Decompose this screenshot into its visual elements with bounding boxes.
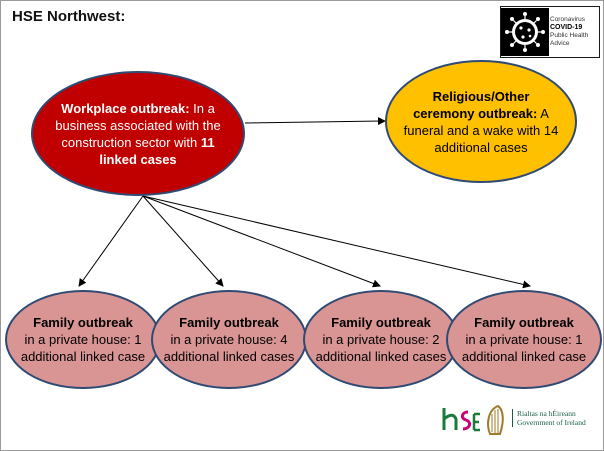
edge-main-to-religious <box>244 117 386 126</box>
religious-ceremony-outbreak-node: Religious/Other ceremony outbreak: A fun… <box>385 60 577 183</box>
family-outbreak-node-2: Family outbreak in a private house: 4 ad… <box>151 290 307 389</box>
workplace-outbreak-count: 11 linked cases <box>99 134 215 167</box>
edge-main-to-family-4 <box>142 195 531 289</box>
badge-line-1: Coronavirus <box>550 16 586 23</box>
covid-advice-badge: Coronavirus COVID-19 Public Health Advic… <box>500 6 600 58</box>
workplace-outbreak-text: In a business associated with the constr… <box>55 100 221 150</box>
family-outbreak-node-1: Family outbreak in a private house: 1 ad… <box>5 290 161 389</box>
family-outbreak-node-3: Family outbreak in a private house: 2 ad… <box>303 290 459 389</box>
virus-icon <box>501 8 549 56</box>
family-outbreak-text: in a private house: 1 additional linked … <box>461 332 587 364</box>
family-outbreak-lead: Family outbreak <box>474 315 574 330</box>
edge-main-to-family-3 <box>142 195 381 288</box>
harp-emblem-icon <box>487 404 504 435</box>
edge-main-to-family-1 <box>78 195 144 287</box>
religious-outbreak-lead: Religious/Other ceremony outbreak: <box>413 88 538 121</box>
family-outbreak-lead: Family outbreak <box>33 315 133 330</box>
family-outbreak-node-4: Family outbreak in a private house: 1 ad… <box>446 290 602 389</box>
badge-line-4: Advice <box>550 40 570 47</box>
government-of-ireland-wordmark: Rialtas na hÉireann Government of Irelan… <box>512 409 586 427</box>
gov-line-irish: Rialtas na hÉireann <box>517 409 576 418</box>
family-outbreak-lead: Family outbreak <box>331 315 431 330</box>
badge-line-3: Public Health <box>550 32 589 39</box>
family-outbreak-lead: Family outbreak <box>179 315 279 330</box>
footer-logos <box>442 404 504 435</box>
workplace-outbreak-node: Workplace outbreak: In a business associ… <box>31 71 245 196</box>
workplace-outbreak-lead: Workplace outbreak: <box>61 100 190 116</box>
covid-badge-text: Coronavirus COVID-19 Public Health Advic… <box>549 16 588 48</box>
family-outbreak-text: in a private house: 4 additional linked … <box>163 332 295 364</box>
family-outbreak-text: in a private house: 2 additional linked … <box>315 332 447 364</box>
page-title: HSE Northwest: <box>12 8 126 25</box>
edge-main-to-family-2 <box>142 195 224 287</box>
religious-outbreak-text: A funeral and a wake with 14 additional … <box>403 105 559 155</box>
hse-logo-icon <box>442 408 480 432</box>
family-outbreak-text: in a private house: 1 additional linked … <box>20 332 146 364</box>
gov-line-english: Government of Ireland <box>517 418 586 427</box>
badge-line-2: COVID-19 <box>550 24 583 31</box>
